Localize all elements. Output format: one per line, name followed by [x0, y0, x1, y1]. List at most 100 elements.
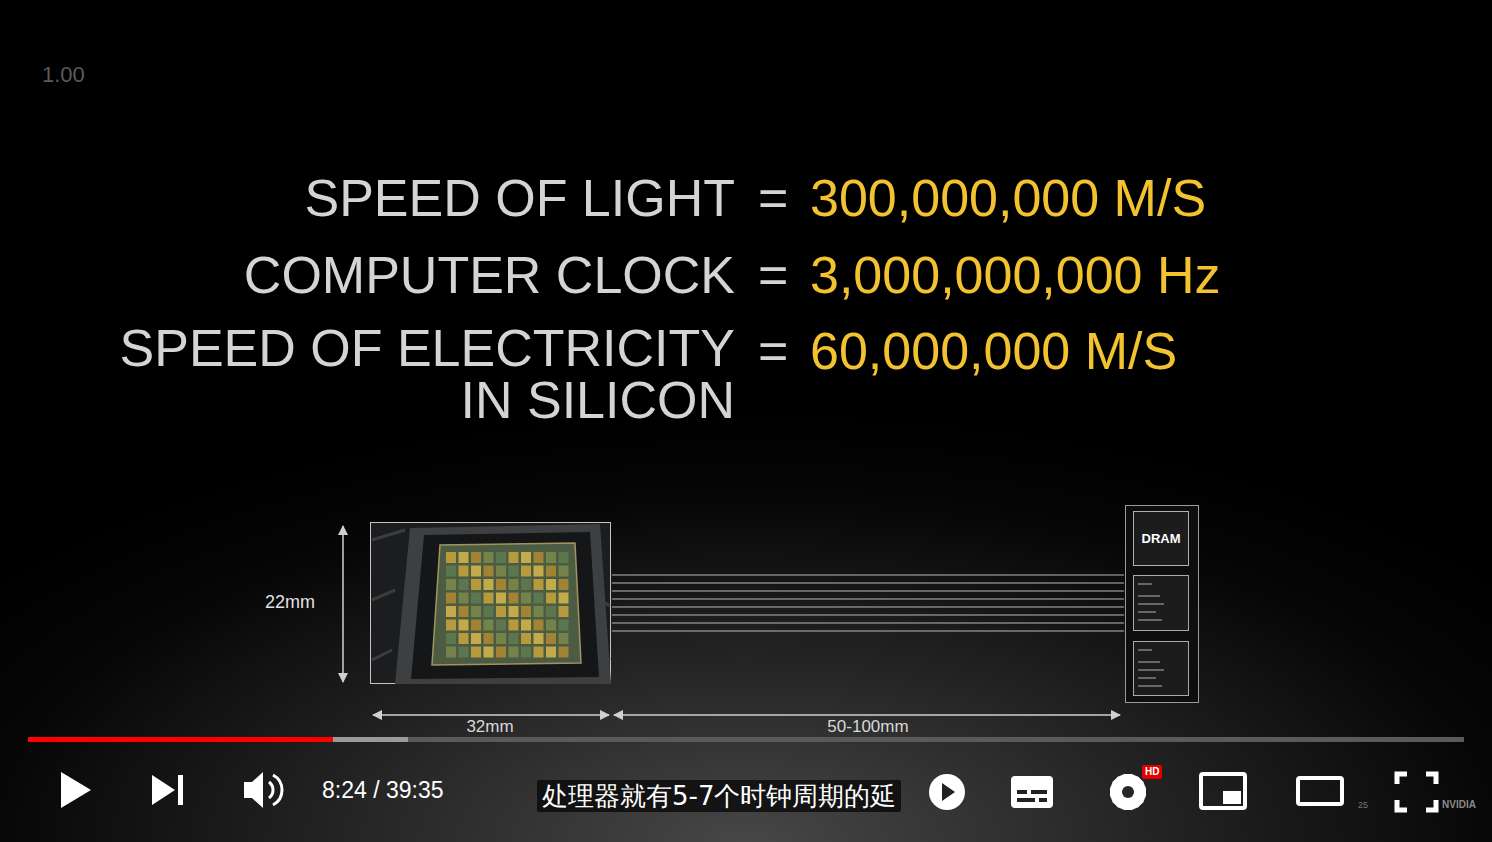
wire [612, 631, 1124, 632]
play-icon [61, 772, 91, 808]
quantity-value: 3,000,000,000 Hz [810, 249, 1221, 301]
die-block [496, 566, 506, 577]
die-block [459, 620, 469, 631]
chip-socket [395, 524, 611, 684]
die-block [546, 620, 556, 631]
theater-icon [1298, 778, 1342, 804]
next-icon [152, 775, 175, 805]
die-block [559, 633, 569, 644]
die-block [546, 552, 556, 563]
die-block [509, 593, 519, 604]
die-block [484, 593, 494, 604]
die-block [546, 647, 556, 658]
die-block [446, 647, 456, 658]
die-block [496, 606, 506, 617]
die-block [546, 579, 556, 590]
die-block [471, 566, 481, 577]
chip-die [432, 543, 581, 665]
die-block [446, 620, 456, 631]
die-block [509, 579, 519, 590]
die-block [546, 566, 556, 577]
die-block [471, 606, 481, 617]
hd-badge: HD [1142, 765, 1162, 779]
module-frame [1126, 506, 1199, 703]
die-block [459, 633, 469, 644]
die-block [496, 593, 506, 604]
equals-sign: = [758, 172, 788, 224]
die-block [446, 552, 456, 563]
die-block [496, 552, 506, 563]
die-block [471, 633, 481, 644]
die-block [534, 633, 544, 644]
dimension-arrow [342, 526, 344, 682]
die-block [546, 606, 556, 617]
die-block [446, 579, 456, 590]
wire [612, 615, 1124, 616]
die-block [509, 566, 519, 577]
dimension-arrow [373, 714, 609, 716]
die-block [521, 566, 531, 577]
equals-sign: = [758, 325, 788, 377]
fullscreen-icon [1397, 774, 1436, 810]
miniplayer-icon [1201, 774, 1245, 808]
quantity-name: COMPUTER CLOCK [244, 249, 735, 301]
time-display: 8:24 / 39:35 [322, 779, 444, 802]
die-block [559, 620, 569, 631]
quantity-value: 60,000,000 M/S [810, 325, 1177, 377]
die-block [521, 579, 531, 590]
die-block [521, 620, 531, 631]
progress-buffered [28, 737, 408, 742]
subtitle: 处理器就有5-7个时钟周期的延 [537, 780, 901, 812]
die-block [559, 552, 569, 563]
wire [612, 591, 1124, 592]
die-block [446, 606, 456, 617]
quantity-name: SPEED OF LIGHT [304, 172, 735, 224]
equals-sign: = [758, 249, 788, 301]
chip-label: DRAM [1142, 532, 1181, 545]
die-block [496, 633, 506, 644]
die-block [459, 552, 469, 563]
die-block [521, 606, 531, 617]
die-block [509, 633, 519, 644]
die-block [509, 647, 519, 658]
volume-icon [244, 772, 263, 808]
die-block [484, 647, 494, 658]
miniplayer-inset [1223, 791, 1241, 804]
die-block [534, 566, 544, 577]
dimension: 22mm [265, 593, 315, 611]
progress-played [28, 737, 333, 742]
die-block [534, 606, 544, 617]
photo-frame [371, 523, 611, 684]
die-block [484, 606, 494, 617]
die-block [546, 593, 556, 604]
die-block [471, 593, 481, 604]
die-block [534, 620, 544, 631]
processor-photo [371, 523, 612, 685]
dram-chip [1134, 642, 1189, 696]
die-blocks [446, 552, 569, 658]
die-block [559, 593, 569, 604]
wire [612, 599, 1124, 600]
die-block [534, 579, 544, 590]
chip-marking [1138, 584, 1164, 620]
die-block [459, 606, 469, 617]
dram-module [1126, 506, 1199, 703]
die-block [446, 633, 456, 644]
quantity-value: 300,000,000 M/S [810, 172, 1206, 224]
die-block [446, 566, 456, 577]
die-block [521, 593, 531, 604]
die-block [559, 579, 569, 590]
progress-track [28, 737, 1464, 742]
die-block [459, 647, 469, 658]
wire [612, 575, 1124, 576]
next-icon-bar [178, 775, 183, 805]
dimension-arrow [614, 714, 1120, 716]
die-block [509, 552, 519, 563]
gear-tooth [1112, 776, 1143, 807]
die-block [471, 552, 481, 563]
watermark: NVIDIA [1442, 800, 1476, 810]
die-block [459, 593, 469, 604]
die-block [559, 647, 569, 658]
dram-chip: DRAM [1133, 511, 1189, 566]
progress-bar [28, 737, 1464, 742]
